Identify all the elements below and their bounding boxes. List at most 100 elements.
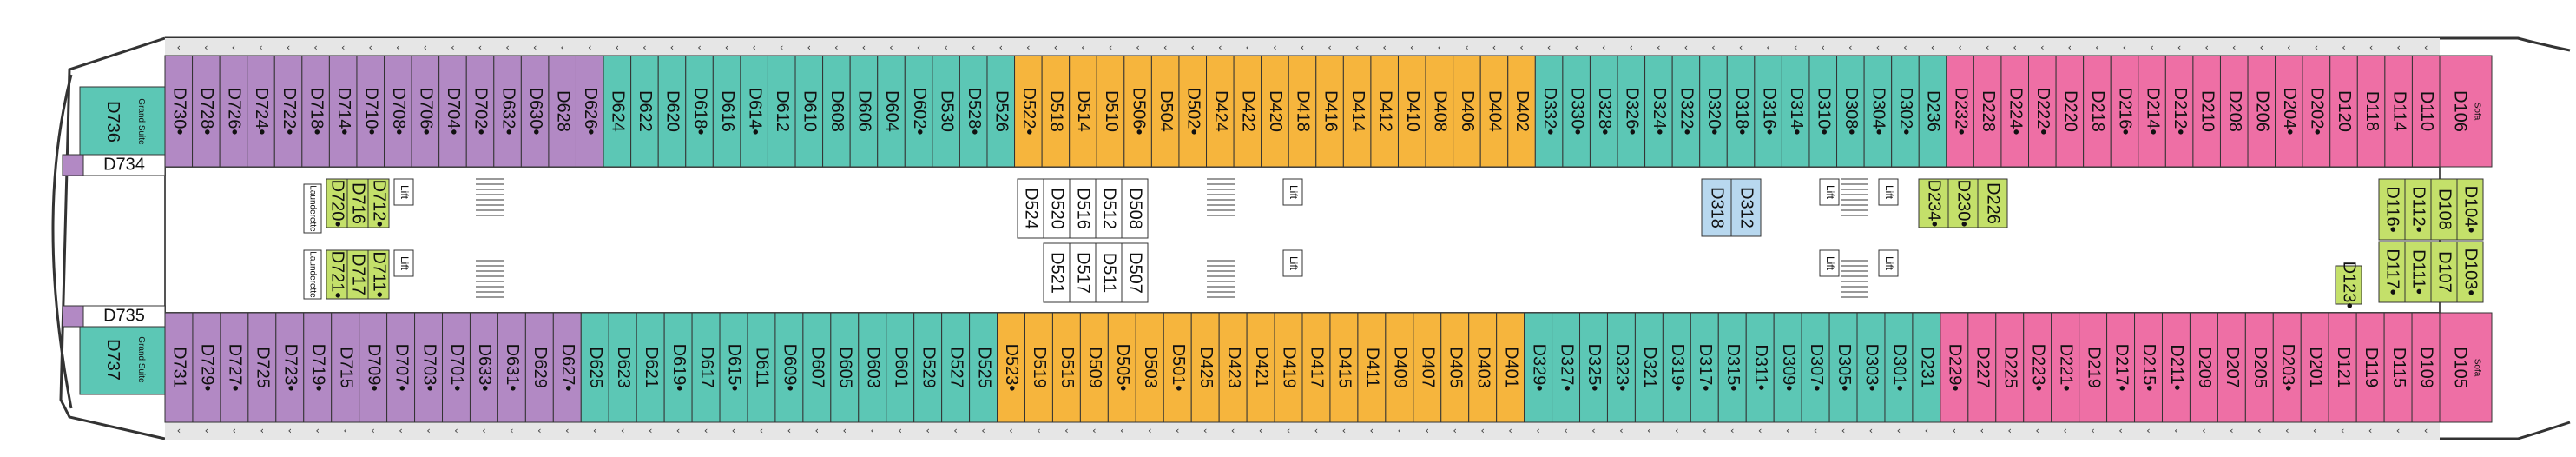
cabin-d614[interactable]: D614• bbox=[740, 55, 768, 168]
cabin-d227[interactable]: D227 bbox=[1967, 312, 1997, 423]
cabin-d214[interactable]: D214• bbox=[2138, 55, 2166, 168]
cabin-d620[interactable]: D620 bbox=[657, 55, 687, 168]
cabin-d519[interactable]: D519 bbox=[1024, 312, 1053, 423]
cabin-d707[interactable]: D707• bbox=[386, 312, 416, 423]
cabin-d312[interactable]: D312 bbox=[1730, 178, 1762, 237]
cabin-d611[interactable]: D611 bbox=[747, 312, 776, 423]
cabin-d424[interactable]: D424 bbox=[1206, 55, 1235, 168]
cabin-d118[interactable]: D118 bbox=[2356, 55, 2386, 168]
cabin-d119[interactable]: D119 bbox=[2355, 312, 2385, 423]
cabin-d607[interactable]: D607 bbox=[802, 312, 832, 423]
cabin-d318[interactable]: D318• bbox=[1726, 55, 1756, 168]
cabin-d604[interactable]: D604 bbox=[877, 55, 906, 168]
cabin-d503[interactable]: D503 bbox=[1135, 312, 1164, 423]
cabin-d523[interactable]: D523• bbox=[997, 312, 1025, 423]
cabin-d715[interactable]: D715 bbox=[331, 312, 360, 423]
cabin-d303[interactable]: D303• bbox=[1856, 312, 1886, 423]
cabin-d328[interactable]: D328• bbox=[1589, 55, 1618, 168]
cabin-d117[interactable]: D117• bbox=[2378, 241, 2406, 303]
cabin-d720[interactable]: D720• bbox=[326, 178, 348, 228]
cabin-d735[interactable]: D735 bbox=[62, 305, 166, 328]
cabin-d223[interactable]: D223• bbox=[2023, 312, 2052, 423]
cabin-d116[interactable]: D116• bbox=[2378, 178, 2406, 241]
cabin-d112[interactable]: D112• bbox=[2404, 178, 2432, 241]
cabin-d414[interactable]: D414 bbox=[1342, 55, 1372, 168]
cabin-d603[interactable]: D603 bbox=[858, 312, 887, 423]
cabin-d236[interactable]: D236 bbox=[1918, 55, 1947, 168]
cabin-d517[interactable]: D517 bbox=[1069, 242, 1097, 303]
cabin-d319[interactable]: D319• bbox=[1662, 312, 1691, 423]
cabin-d234[interactable]: D234• bbox=[1918, 178, 1949, 228]
cabin-d220[interactable]: D220 bbox=[2055, 55, 2085, 168]
cabin-d308[interactable]: D308• bbox=[1836, 55, 1865, 168]
cabin-d516[interactable]: D516 bbox=[1069, 178, 1097, 239]
cabin-d416[interactable]: D416 bbox=[1315, 55, 1344, 168]
cabin-d209[interactable]: D209 bbox=[2189, 312, 2218, 423]
cabin-d330[interactable]: D330• bbox=[1562, 55, 1591, 168]
cabin-d628[interactable]: D628 bbox=[548, 55, 576, 168]
cabin-d703[interactable]: D703• bbox=[414, 312, 444, 423]
cabin-d514[interactable]: D514 bbox=[1069, 55, 1097, 168]
cabin-d405[interactable]: D405 bbox=[1440, 312, 1470, 423]
cabin-d327[interactable]: D327• bbox=[1552, 312, 1581, 423]
cabin-d724[interactable]: D724• bbox=[247, 55, 275, 168]
cabin-d511[interactable]: D511 bbox=[1095, 242, 1123, 303]
cabin-d508[interactable]: D508 bbox=[1121, 178, 1149, 239]
cabin-d422[interactable]: D422 bbox=[1233, 55, 1262, 168]
cabin-d520[interactable]: D520 bbox=[1043, 178, 1071, 239]
cabin-d629[interactable]: D629 bbox=[524, 312, 554, 423]
cabin-d212[interactable]: D212• bbox=[2164, 55, 2194, 168]
cabin-d515[interactable]: D515 bbox=[1051, 312, 1081, 423]
cabin-d211[interactable]: D211• bbox=[2161, 312, 2191, 423]
cabin-d403[interactable]: D403 bbox=[1468, 312, 1498, 423]
cabin-d317[interactable]: D317• bbox=[1690, 312, 1719, 423]
cabin-d608[interactable]: D608 bbox=[822, 55, 851, 168]
cabin-d123[interactable]: D123• bbox=[2335, 262, 2362, 309]
cabin-d316[interactable]: D316• bbox=[1754, 55, 1782, 168]
cabin-d522[interactable]: D522• bbox=[1014, 55, 1043, 168]
cabin-d709[interactable]: D709• bbox=[359, 312, 388, 423]
cabin-d226[interactable]: D226 bbox=[1977, 178, 2008, 228]
cabin-d624[interactable]: D624 bbox=[603, 55, 632, 168]
cabin-d625[interactable]: D625 bbox=[580, 312, 609, 423]
cabin-d729[interactable]: D729• bbox=[192, 312, 221, 423]
cabin-d307[interactable]: D307• bbox=[1801, 312, 1830, 423]
cabin-d318[interactable]: D318 bbox=[1701, 178, 1732, 237]
cabin-d716[interactable]: D716 bbox=[346, 178, 369, 228]
cabin-d222[interactable]: D222• bbox=[2028, 55, 2057, 168]
cabin-d723[interactable]: D723• bbox=[275, 312, 305, 423]
cabin-d204[interactable]: D204• bbox=[2275, 55, 2303, 168]
cabin-d518[interactable]: D518 bbox=[1041, 55, 1071, 168]
cabin-d527[interactable]: D527 bbox=[941, 312, 971, 423]
cabin-d408[interactable]: D408 bbox=[1425, 55, 1454, 168]
cabin-d722[interactable]: D722• bbox=[273, 55, 303, 168]
cabin-d332[interactable]: D332• bbox=[1534, 55, 1564, 168]
cabin-d502[interactable]: D502• bbox=[1178, 55, 1208, 168]
cabin-d103[interactable]: D103• bbox=[2456, 241, 2484, 303]
cabin-d311[interactable]: D311• bbox=[1745, 312, 1775, 423]
cabin-d631[interactable]: D631• bbox=[497, 312, 526, 423]
cabin-d309[interactable]: D309• bbox=[1773, 312, 1802, 423]
cabin-d207[interactable]: D207 bbox=[2217, 312, 2246, 423]
cabin-d305[interactable]: D305• bbox=[1828, 312, 1858, 423]
cabin-d726[interactable]: D726• bbox=[219, 55, 248, 168]
cabin-d310[interactable]: D310• bbox=[1808, 55, 1838, 168]
cabin-d525[interactable]: D525 bbox=[969, 312, 998, 423]
cabin-d224[interactable]: D224• bbox=[2000, 55, 2030, 168]
cabin-d704[interactable]: D704• bbox=[438, 55, 467, 168]
cabin-d712[interactable]: D712• bbox=[367, 178, 390, 228]
cabin-d232[interactable]: D232• bbox=[1946, 55, 1974, 168]
cabin-d718[interactable]: D718• bbox=[301, 55, 330, 168]
cabin-d111[interactable]: D111• bbox=[2404, 241, 2432, 303]
cabin-d521[interactable]: D521 bbox=[1043, 242, 1071, 303]
cabin-d421[interactable]: D421 bbox=[1246, 312, 1275, 423]
cabin-d321[interactable]: D321 bbox=[1634, 312, 1664, 423]
cabin-d109[interactable]: D109 bbox=[2411, 312, 2441, 423]
cabin-d719[interactable]: D719• bbox=[303, 312, 333, 423]
cabin-d406[interactable]: D406 bbox=[1453, 55, 1481, 168]
cabin-d410[interactable]: D410 bbox=[1397, 55, 1426, 168]
cabin-d605[interactable]: D605 bbox=[830, 312, 860, 423]
cabin-d216[interactable]: D216• bbox=[2110, 55, 2139, 168]
cabin-d701[interactable]: D701• bbox=[442, 312, 471, 423]
